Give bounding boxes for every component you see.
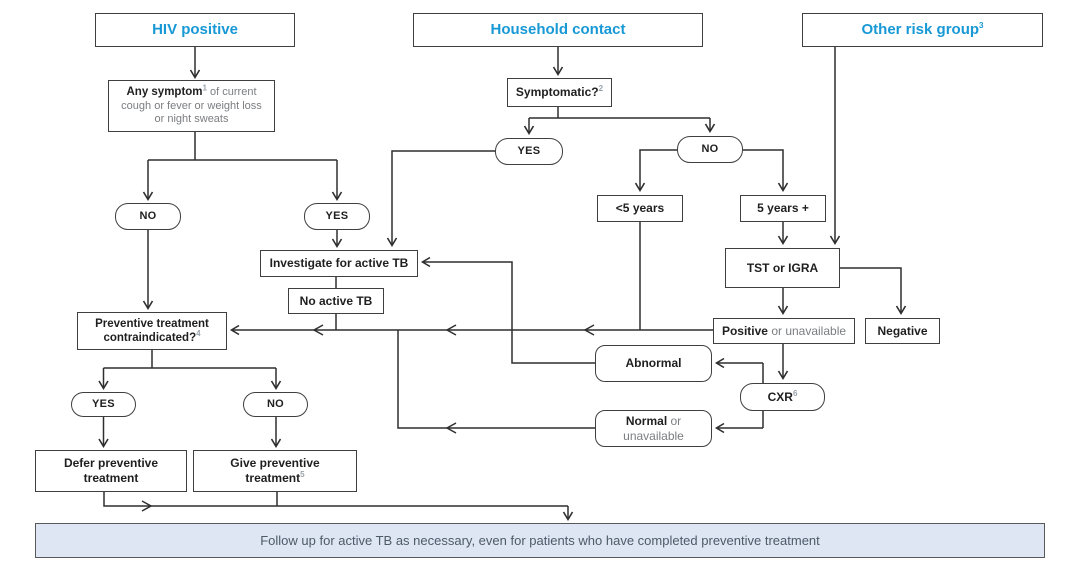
node-investigate-active-tb: Investigate for active TB [260,250,418,277]
node-give-preventive-treatment: Give preventive treatment5 [193,450,357,492]
node-symptomatic-no: NO [677,136,743,163]
under-5-years-label: <5 years [615,201,665,216]
node-tst-or-igra: TST or IGRA [725,248,840,288]
node-contraindicated-yes: YES [71,392,136,417]
node-positive-or-unavailable: Positive or unavailable [713,318,855,344]
no-active-tb-label: No active TB [299,293,373,308]
node-symptomatic: Symptomatic?2 [507,78,612,107]
node-household-contact-header: Household contact [413,13,703,47]
abnormal-label: Abnormal [625,356,682,371]
node-contraindicated-no: NO [243,392,308,417]
symptomatic-no-label: NO [701,142,719,155]
node-no-active-tb: No active TB [288,288,384,314]
tst-or-igra-label: TST or IGRA [746,260,819,275]
follow-up-text: Follow up for active TB as necessary, ev… [260,532,820,548]
defer-treatment-label: Defer preventive treatment [63,456,159,485]
negative-label: Negative [877,323,928,338]
node-abnormal: Abnormal [595,345,712,382]
investigate-label: Investigate for active TB [269,256,409,271]
5-years-plus-label: 5 years + [757,201,809,216]
contraindicated-text: Preventive treatment contraindicated?4 [95,317,209,344]
any-symptom-text: Any symptom1 of current cough or fever o… [121,83,262,126]
node-hiv-symptom-no: NO [115,203,181,230]
node-any-symptom: Any symptom1 of current cough or fever o… [108,80,275,132]
cxr-label: CXR6 [767,388,798,404]
positive-label: Positive or unavailable [721,323,847,338]
node-under-5-years: <5 years [597,195,683,222]
node-normal-or-unavailable: Normal or unavailable [595,410,712,447]
node-other-risk-group-header: Other risk group3 [802,13,1043,47]
other-risk-group-label: Other risk group3 [861,20,984,38]
symptomatic-label: Symptomatic?2 [515,84,604,100]
node-negative: Negative [865,318,940,344]
node-hiv-symptom-yes: YES [304,203,370,230]
node-preventive-treatment-contraindicated: Preventive treatment contraindicated?4 [77,312,227,350]
node-defer-preventive-treatment: Defer preventive treatment [35,450,187,492]
normal-label: Normal or unavailable [623,413,684,443]
symptomatic-yes-label: YES [517,144,541,157]
node-5-years-plus: 5 years + [740,195,826,222]
hiv-positive-label: HIV positive [152,20,238,38]
follow-up-banner: Follow up for active TB as necessary, ev… [35,523,1045,558]
hiv-no-label: NO [139,209,157,222]
hiv-yes-label: YES [325,209,349,222]
give-treatment-label: Give preventive treatment5 [230,456,320,485]
node-cxr: CXR6 [740,383,825,411]
household-contact-label: Household contact [490,20,626,38]
node-symptomatic-yes: YES [495,138,563,165]
contraindicated-yes-label: YES [92,397,115,410]
node-hiv-positive-header: HIV positive [95,13,295,47]
contraindicated-no-label: NO [266,397,285,410]
